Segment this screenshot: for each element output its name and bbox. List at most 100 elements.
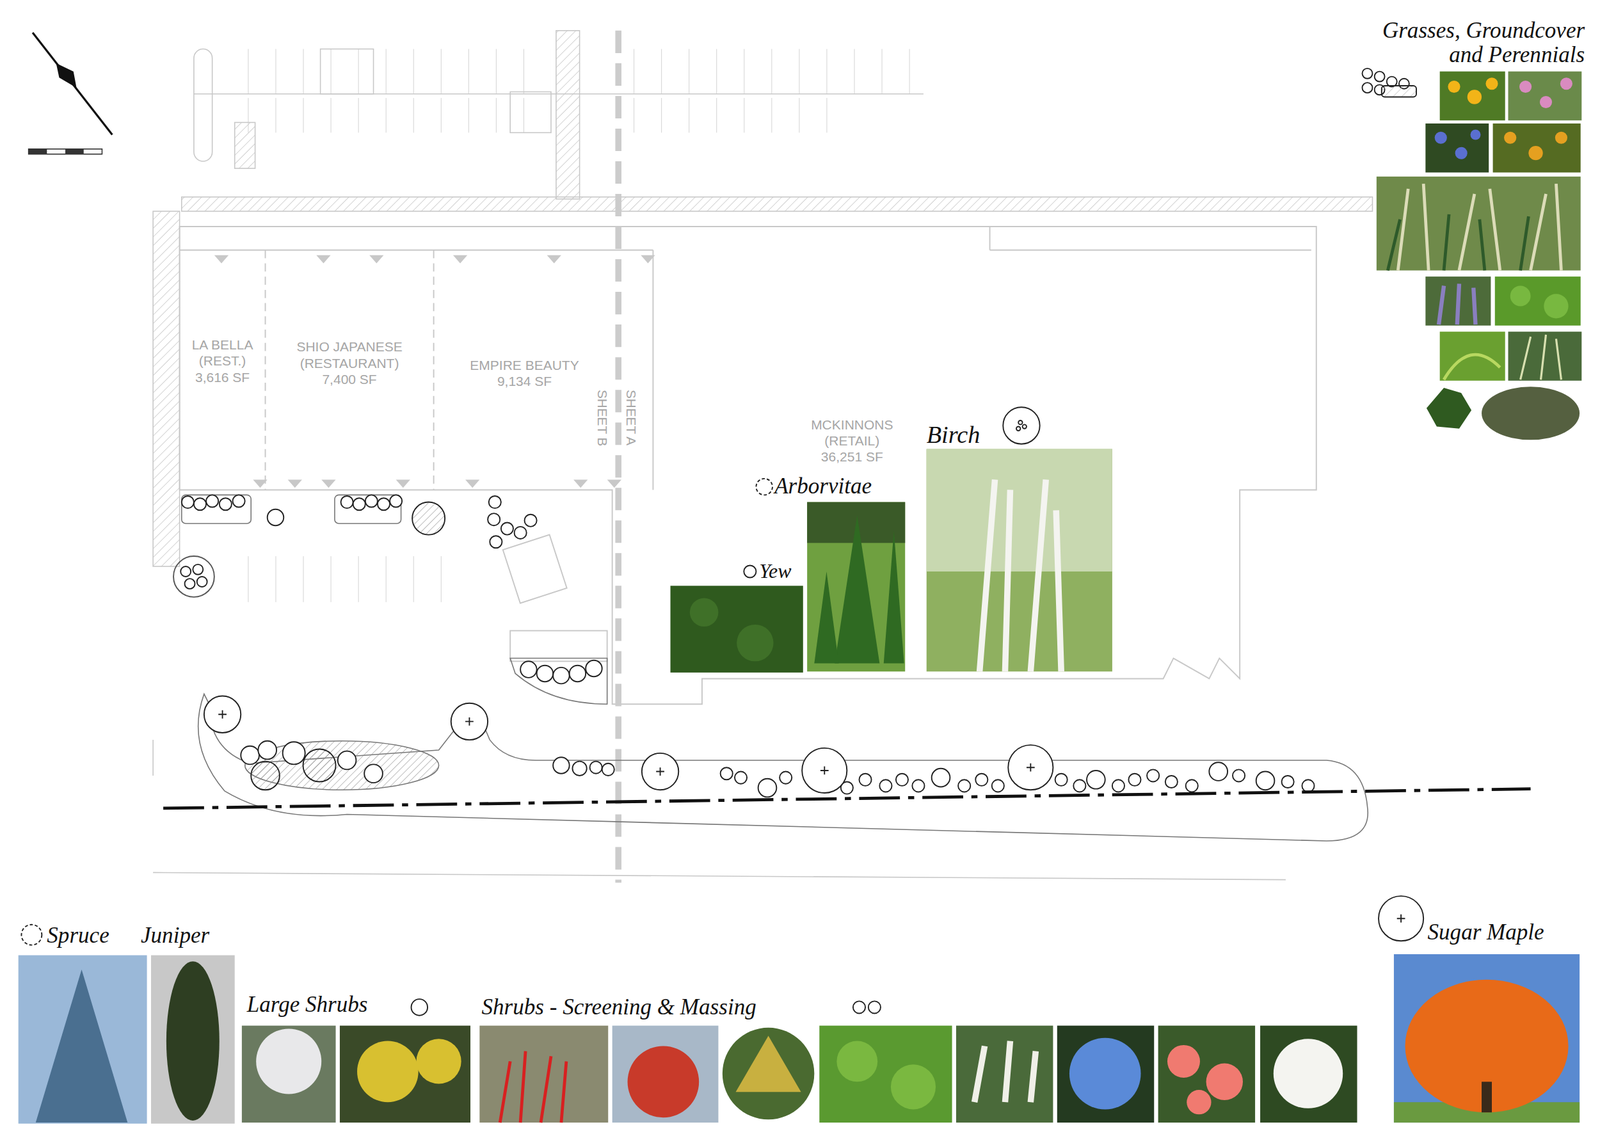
tenant-name: LA BELLA (REST.) <box>181 336 264 369</box>
plant-label: Grasses, Groundcover and Perennials <box>1358 18 1585 68</box>
legend-symbol <box>1378 896 1424 941</box>
plant-photo <box>1426 387 1472 429</box>
plant-photo <box>836 1041 878 1083</box>
north-arrow <box>32 32 112 135</box>
plant-photo <box>1425 123 1489 173</box>
plant-photo <box>979 479 1062 672</box>
road <box>152 739 1286 880</box>
shrub-symbol <box>858 773 872 786</box>
plant-photo <box>1539 96 1552 109</box>
shrub-symbol <box>879 779 892 792</box>
plant-photo <box>1186 1089 1211 1115</box>
legend-symbol <box>411 999 429 1016</box>
parking-lot <box>181 197 1373 212</box>
plant-photo <box>18 71 1583 1124</box>
shrub-symbol <box>282 741 306 765</box>
plant-photo <box>736 624 774 662</box>
plant-photo <box>1434 131 1448 144</box>
tenant-name: MCKINNONS (RETAIL) <box>801 416 904 449</box>
shrub-symbol <box>365 494 378 507</box>
shrub-symbol <box>1232 769 1245 782</box>
tree-symbol <box>303 748 336 782</box>
shrub-symbol <box>992 779 1005 792</box>
legend-symbol <box>1362 68 1373 79</box>
door-marker <box>453 255 468 264</box>
shrub-symbol <box>184 578 196 589</box>
shrub-symbol <box>585 660 603 678</box>
parking-lot <box>320 49 374 95</box>
door-marker <box>396 479 411 488</box>
plant-photo <box>1470 129 1481 141</box>
shrub-symbol <box>197 576 208 587</box>
plant-photo <box>1206 1063 1243 1101</box>
legend-symbol <box>1397 914 1406 923</box>
shrub-symbol <box>572 761 587 776</box>
shrub-symbol <box>1146 769 1160 782</box>
parking-lot <box>627 49 919 95</box>
plant-photo <box>499 1050 567 1123</box>
shrub-symbol <box>267 509 285 527</box>
match-line <box>615 30 622 884</box>
tenant-name: SHIO JAPANESE (RESTAURANT) <box>290 338 408 371</box>
plant-photo <box>18 955 148 1124</box>
plant-photo <box>35 969 128 1123</box>
shrub-symbol <box>569 665 587 683</box>
north-arrow <box>56 63 77 88</box>
legend-symbol <box>1362 82 1373 93</box>
north-arrow <box>65 149 84 155</box>
building-outline <box>990 249 1312 251</box>
plant-photo <box>166 961 220 1121</box>
plant-photo <box>926 449 1113 672</box>
road <box>152 739 154 776</box>
plant-photo <box>834 515 880 664</box>
plant-photo <box>151 955 235 1124</box>
property-line <box>163 789 1531 809</box>
shrub-symbol <box>412 502 445 536</box>
legend-symbol <box>755 478 773 496</box>
tree-symbol <box>204 696 1054 793</box>
legend-symbol <box>21 924 42 946</box>
plant-photo <box>1158 1025 1256 1123</box>
plant-photo <box>1508 331 1583 381</box>
shrub-symbol <box>590 761 603 774</box>
plant-photo <box>1069 1038 1142 1110</box>
shrub-symbol <box>173 494 1315 797</box>
plant-photo <box>974 1041 1037 1103</box>
plant-photo <box>883 530 905 664</box>
legend-symbol <box>868 1000 881 1014</box>
legend-symbol <box>21 68 1424 1016</box>
shrub-symbol <box>240 746 260 765</box>
plant-photo <box>1467 89 1482 104</box>
shrub-symbol <box>1301 779 1314 792</box>
plant-photo <box>670 585 804 673</box>
plant-photo <box>807 502 905 672</box>
shrub-symbol <box>501 522 514 535</box>
planting-bed <box>245 741 440 791</box>
plant-photo <box>1447 80 1460 93</box>
shrub-symbol <box>779 771 792 784</box>
tenant-space: EMPIRE BEAUTY9,134 SF <box>433 250 616 480</box>
legend-symbol <box>1016 426 1021 431</box>
plant-photo <box>256 1028 322 1094</box>
shrub-symbol <box>193 497 207 511</box>
legend-symbol <box>1018 420 1023 425</box>
parking-lot <box>152 30 1373 603</box>
plant-photo <box>1455 147 1468 160</box>
shrub-symbol <box>181 496 194 509</box>
plant-photo <box>736 1036 802 1093</box>
shrub-symbol <box>758 778 777 798</box>
parking-lot <box>245 97 552 133</box>
sheet-label: SHEET A <box>623 389 639 446</box>
north-arrow <box>28 149 48 155</box>
plant-photo <box>926 449 1113 572</box>
shrub-symbol <box>1165 775 1178 788</box>
door-marker <box>288 479 303 488</box>
shrub-symbol <box>1073 779 1086 792</box>
plant-photo <box>721 1025 816 1123</box>
plant-photo <box>357 1041 419 1103</box>
plant-photo <box>819 1025 952 1123</box>
plant-photo <box>416 1038 462 1084</box>
shrub-symbol <box>173 556 215 598</box>
parking-lot <box>510 92 552 134</box>
